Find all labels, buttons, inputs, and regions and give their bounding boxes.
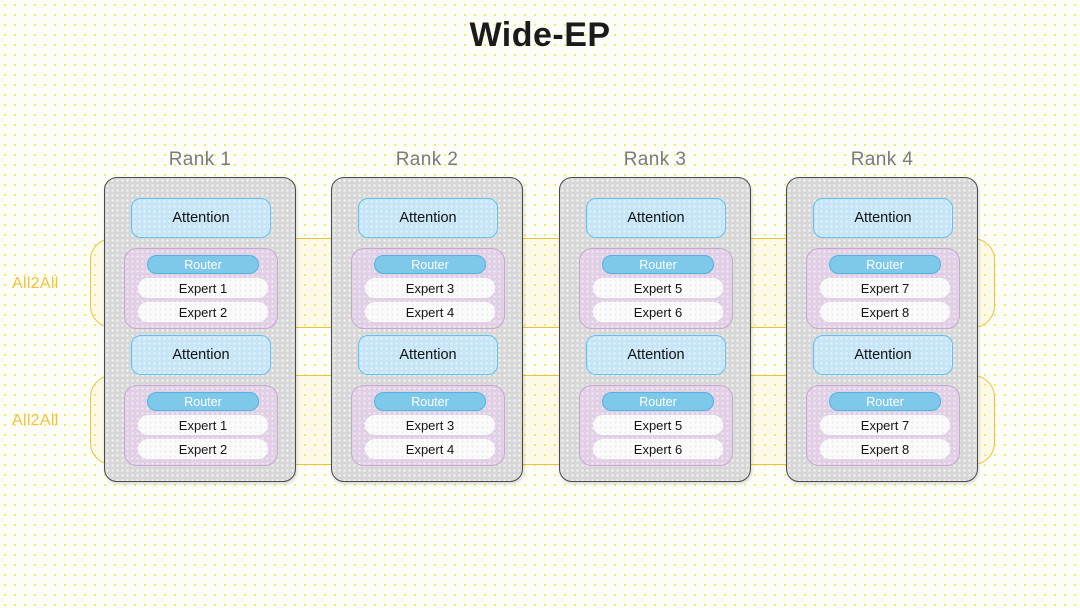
rank-card-2[interactable]: Attention Router Expert 3 Expert 4 Atten… <box>331 177 523 482</box>
moe-block-r1-l1: Router Expert 1 Expert 2 <box>124 248 278 329</box>
attention-block-r4-l1[interactable]: Attention <box>813 198 953 238</box>
router-r1-l2[interactable]: Router <box>147 392 259 411</box>
expert-r4-l2-1[interactable]: Expert 8 <box>820 439 950 459</box>
rank-title-4: Rank 4 <box>850 149 914 170</box>
router-r4-l1[interactable]: Router <box>829 255 941 274</box>
moe-block-r3-l2: Router Expert 5 Expert 6 <box>579 385 733 466</box>
expert-r3-l1-0[interactable]: Expert 5 <box>593 278 723 298</box>
expert-r1-l2-0[interactable]: Expert 1 <box>138 415 268 435</box>
moe-block-r1-l2: Router Expert 1 Expert 2 <box>124 385 278 466</box>
expert-r3-l1-1[interactable]: Expert 6 <box>593 302 723 322</box>
all2all-label-layer1: All2All <box>12 275 59 292</box>
attention-block-r1-l1[interactable]: Attention <box>131 198 271 238</box>
router-r4-l2[interactable]: Router <box>829 392 941 411</box>
rank-title-2: Rank 2 <box>395 149 459 170</box>
expert-r3-l2-0[interactable]: Expert 5 <box>593 415 723 435</box>
rank-card-1[interactable]: Attention Router Expert 1 Expert 2 Atten… <box>104 177 296 482</box>
attention-block-r3-l2[interactable]: Attention <box>586 335 726 375</box>
expert-r2-l1-0[interactable]: Expert 3 <box>365 278 495 298</box>
attention-block-r3-l1[interactable]: Attention <box>586 198 726 238</box>
expert-r2-l1-1[interactable]: Expert 4 <box>365 302 495 322</box>
expert-r4-l1-0[interactable]: Expert 7 <box>820 278 950 298</box>
router-r3-l1[interactable]: Router <box>602 255 714 274</box>
moe-block-r4-l2: Router Expert 7 Expert 8 <box>806 385 960 466</box>
expert-r1-l2-1[interactable]: Expert 2 <box>138 439 268 459</box>
rank-card-4[interactable]: Attention Router Expert 7 Expert 8 Atten… <box>786 177 978 482</box>
expert-r4-l1-1[interactable]: Expert 8 <box>820 302 950 322</box>
moe-block-r2-l2: Router Expert 3 Expert 4 <box>351 385 505 466</box>
rank-title-3: Rank 3 <box>623 149 687 170</box>
all2all-label-layer2: All2All <box>12 412 59 429</box>
router-r2-l1[interactable]: Router <box>374 255 486 274</box>
moe-block-r4-l1: Router Expert 7 Expert 8 <box>806 248 960 329</box>
router-r1-l1[interactable]: Router <box>147 255 259 274</box>
attention-block-r2-l1[interactable]: Attention <box>358 198 498 238</box>
attention-block-r2-l2[interactable]: Attention <box>358 335 498 375</box>
expert-r2-l2-1[interactable]: Expert 4 <box>365 439 495 459</box>
expert-r1-l1-1[interactable]: Expert 2 <box>138 302 268 322</box>
router-r3-l2[interactable]: Router <box>602 392 714 411</box>
expert-r2-l2-0[interactable]: Expert 3 <box>365 415 495 435</box>
router-r2-l2[interactable]: Router <box>374 392 486 411</box>
moe-block-r2-l1: Router Expert 3 Expert 4 <box>351 248 505 329</box>
attention-block-r4-l2[interactable]: Attention <box>813 335 953 375</box>
rank-card-3[interactable]: Attention Router Expert 5 Expert 6 Atten… <box>559 177 751 482</box>
page-title: Wide-EP <box>469 16 611 54</box>
rank-title-1: Rank 1 <box>168 149 232 170</box>
expert-r3-l2-1[interactable]: Expert 6 <box>593 439 723 459</box>
attention-block-r1-l2[interactable]: Attention <box>131 335 271 375</box>
expert-r4-l2-0[interactable]: Expert 7 <box>820 415 950 435</box>
moe-block-r3-l1: Router Expert 5 Expert 6 <box>579 248 733 329</box>
expert-r1-l1-0[interactable]: Expert 1 <box>138 278 268 298</box>
